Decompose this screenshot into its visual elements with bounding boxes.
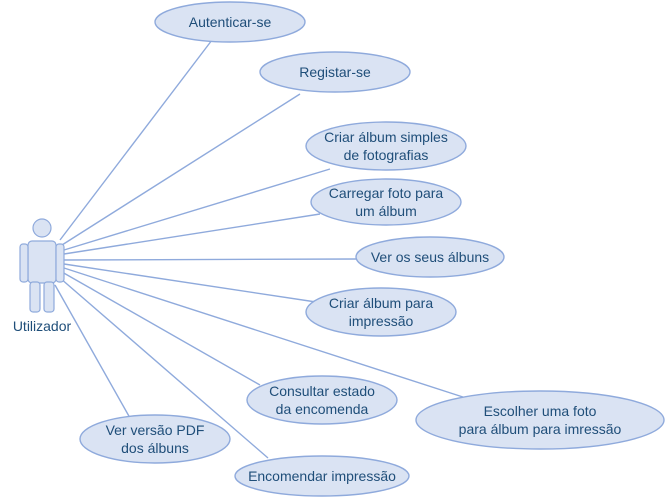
use-case-label: impressão (349, 313, 414, 329)
use-case-label: de fotografias (344, 147, 429, 163)
use-case-ellipse (305, 287, 457, 337)
association-line-criar-album-simples (63, 168, 331, 251)
use-case-label: Criar álbum para (329, 295, 433, 311)
association-lines (54, 39, 467, 459)
use-case-ellipse (154, 1, 306, 43)
use-case-ellipse (79, 414, 231, 464)
use-case-ellipse (310, 178, 462, 226)
association-line-escolher-foto (63, 267, 467, 399)
use-case-encomendar-impressao: Encomendar impressão (234, 455, 410, 497)
use-case-criar-album-impressao: Criar álbum para impressão (305, 287, 457, 337)
use-case-label: para álbum para imressão (459, 421, 622, 437)
association-line-carregar-foto (63, 213, 321, 255)
actor-utilizador: Utilizador (13, 218, 72, 334)
use-case-criar-album-simples: Criar álbum simples de fotografias (305, 121, 467, 171)
use-case-ellipse (246, 375, 398, 425)
use-case-ellipse (415, 390, 665, 450)
use-case-label: dos álbuns (121, 440, 189, 456)
use-case-registar: Registar-se (259, 51, 411, 93)
use-case-ellipse (259, 51, 411, 93)
use-case-autenticar: Autenticar-se (154, 1, 306, 43)
use-case-label: Registar-se (299, 64, 371, 80)
use-case-carregar-foto: Carregar foto para um álbum (310, 178, 462, 226)
use-case-label: Consultar estado (269, 383, 375, 399)
use-case-ellipse (234, 455, 410, 497)
use-case-label: Carregar foto para (329, 185, 444, 201)
association-line-encomendar-impressao (59, 277, 269, 459)
use-case-ellipse (305, 121, 467, 171)
use-case-escolher-foto: Escolher uma foto para álbum para imressã… (415, 390, 665, 450)
use-case-label: Encomendar impressão (248, 468, 396, 484)
association-line-consultar-estado (61, 271, 261, 386)
association-line-registar (61, 93, 301, 246)
use-case-consultar-estado: Consultar estado da encomenda (246, 375, 398, 425)
use-case-label: um álbum (355, 203, 416, 219)
stick-figure-icon (19, 218, 65, 313)
association-line-autenticar (59, 39, 213, 241)
use-case-label: Escolher uma foto (484, 403, 597, 419)
association-line-ver-pdf (54, 284, 131, 419)
use-case-ver-pdf: Ver versão PDF dos álbuns (79, 414, 231, 464)
use-case-label: da encomenda (276, 401, 369, 417)
actor-label: Utilizador (13, 318, 72, 334)
use-case-label: Ver os seus álbuns (371, 249, 489, 265)
use-case-ver-albuns: Ver os seus álbuns (355, 236, 505, 278)
use-case-ellipse (355, 236, 505, 278)
association-line-ver-albuns (63, 258, 358, 261)
association-line-criar-album-impressao (63, 263, 317, 303)
use-case-label: Ver versão PDF (106, 422, 205, 438)
use-case-label: Autenticar-se (189, 14, 272, 30)
use-case-label: Criar álbum simples (324, 129, 448, 145)
